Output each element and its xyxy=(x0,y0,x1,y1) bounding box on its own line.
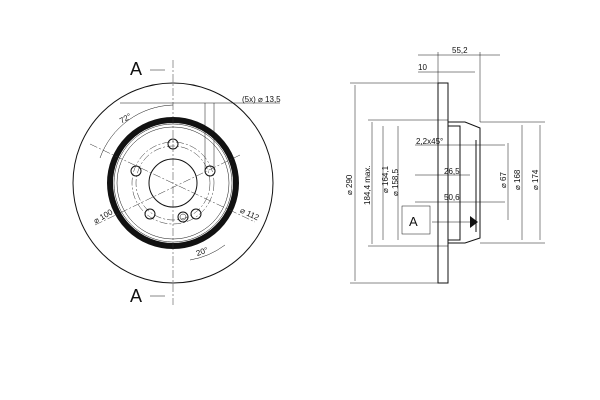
chamfer-label: 2,2x45° xyxy=(416,137,443,146)
datum-label: A xyxy=(409,214,418,229)
width-total-label: 55,2 xyxy=(452,46,468,55)
disc-thickness-label: 10 xyxy=(418,63,427,72)
angle-20-label: 20° xyxy=(195,245,209,258)
holes-dimension: (5x) ⌀ 13,5 xyxy=(242,95,281,104)
dia-168-label: ⌀ 168 xyxy=(513,169,522,190)
dia-158-label: ⌀ 158,5 xyxy=(391,168,400,196)
dia-290-label: ⌀ 290 xyxy=(345,174,354,195)
section-view: 55,2 10 2,2x45° 26,5 50,6 ⌀ 290 184,4 ma… xyxy=(345,46,545,284)
dia-100-label: ⌀ 100 xyxy=(92,207,115,225)
dia-67-label: ⌀ 67 xyxy=(499,172,508,188)
depth-26-label: 26,5 xyxy=(444,167,460,176)
disc-section xyxy=(437,82,449,284)
dia-112-label: ⌀ 112 xyxy=(239,206,261,223)
dia-164-label: ⌀ 164,1 xyxy=(381,165,390,193)
section-label-top: A xyxy=(130,59,142,79)
dia-174-label: ⌀ 174 xyxy=(531,169,540,190)
front-view: A A (5x) ⌀ 13,5 72° ⌀ 100 ⌀ 112 20° xyxy=(72,59,281,306)
dia-max-label: 184,4 max. xyxy=(363,165,372,205)
angle-72-label: 72° xyxy=(118,112,133,126)
datum-box xyxy=(401,205,431,235)
section-label-bottom: A xyxy=(130,286,142,306)
disc-outer-edge xyxy=(72,82,274,284)
depth-50-label: 50,6 xyxy=(444,193,460,202)
